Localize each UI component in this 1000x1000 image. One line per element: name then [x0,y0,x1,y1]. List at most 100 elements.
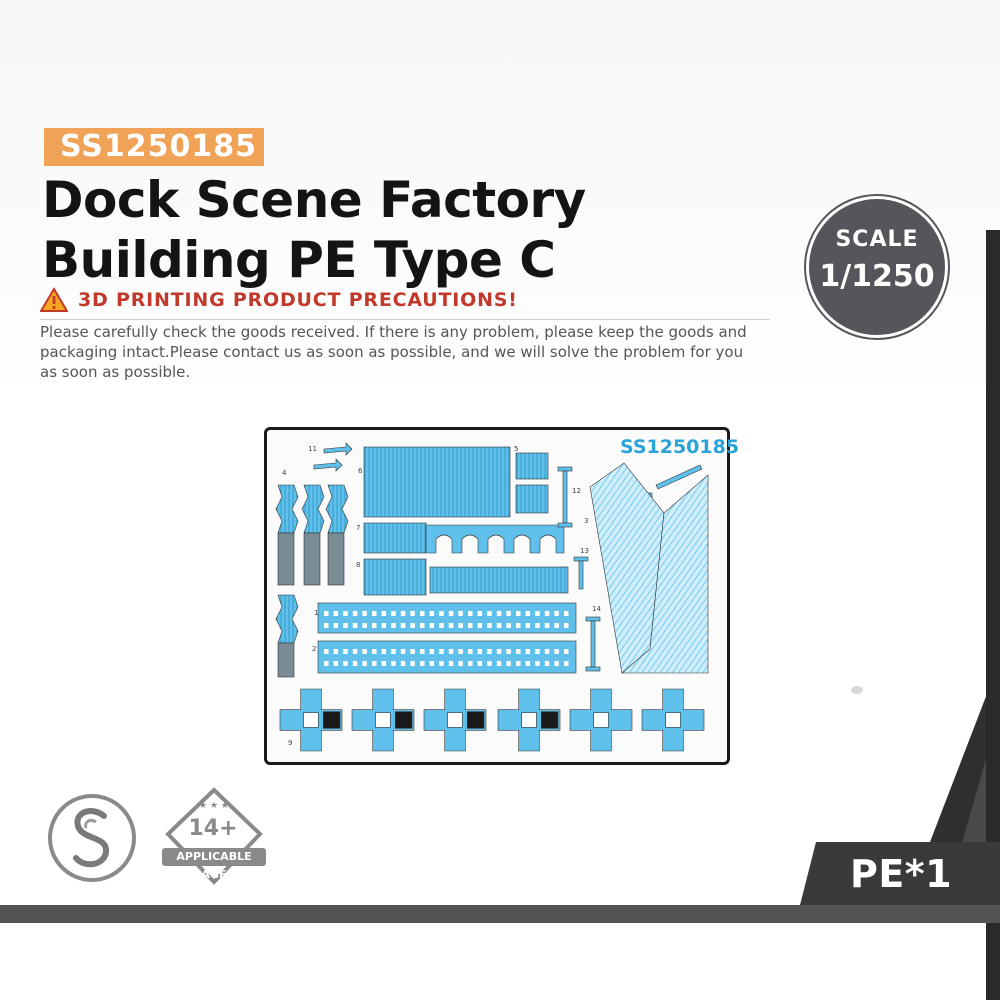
window-cell [439,649,444,654]
window-cell [525,623,531,628]
window-cell [410,623,415,628]
window-cell [487,649,492,654]
age-badge-icon: ★ ★ ★ [165,787,263,885]
window-cell [410,649,415,654]
window-cell [448,661,454,666]
window-cell [544,649,550,654]
part-number: 6 [358,467,363,475]
window-cell [400,623,406,628]
part-number: 4 [282,469,287,477]
age-label: APPLICABLE AGE [162,848,266,881]
cross-center [375,712,391,728]
window-cell [535,649,540,654]
cross-center [521,712,537,728]
window-cell [343,611,348,616]
window-cell [333,661,339,666]
window-cell [352,649,358,654]
window-cell [468,611,473,616]
window-cell [448,649,454,654]
window-cell [391,611,396,616]
window-cell [496,611,502,616]
window-cell [448,611,454,616]
window-cell [400,611,406,616]
window-cell [564,623,569,628]
window-cell [477,623,483,628]
cross-dark-tab [395,711,413,729]
window-cell [525,611,531,616]
part-number: 12 [572,487,581,495]
window-cell [439,623,444,628]
window-cell [400,649,406,654]
window-cell [410,611,415,616]
window-cell [554,623,559,628]
window-cell [352,661,358,666]
window-cell [372,611,377,616]
svg-text:★ ★ ★: ★ ★ ★ [199,801,229,811]
window-cell [554,611,559,616]
cross-center [447,712,463,728]
window-cell [372,649,377,654]
window-cell [343,649,348,654]
window-cell [372,661,377,666]
part-zigzag-strips [275,484,349,678]
window-cell [554,661,559,666]
part-number: 3 [584,517,588,525]
window-cell [352,623,358,628]
window-cell [535,611,540,616]
window-cell [333,623,339,628]
part-window-grid [324,611,569,666]
window-cell [391,649,396,654]
window-cell [487,661,492,666]
window-cell [448,623,454,628]
window-cell [544,661,550,666]
warning-icon [40,287,68,312]
part-cross-bases [279,688,705,752]
window-cell [439,611,444,616]
window-cell [564,661,569,666]
window-cell [343,661,348,666]
window-cell [420,661,425,666]
window-cell [564,649,569,654]
divider [40,319,770,320]
window-cell [439,661,444,666]
window-cell [391,661,396,666]
part-number: 7 [356,524,360,532]
part-number: 5 [514,445,518,453]
part-diagonal-wall [589,462,709,674]
sku-tag: SS1250185 [44,128,264,166]
warning-row: 3D PRINTING PRODUCT PRECAUTIONS! [40,285,518,315]
window-cell [381,611,387,616]
part-number: 8 [356,561,360,569]
window-cell [535,623,540,628]
window-cell [477,649,483,654]
window-cell [352,611,358,616]
window-cell [496,623,502,628]
window-cell [468,661,473,666]
window-cell [544,611,550,616]
scale-label: SCALE [835,227,919,252]
window-cell [554,649,559,654]
window-cell [333,611,339,616]
window-cell [420,611,425,616]
part-window-walls [317,602,577,674]
window-cell [477,611,483,616]
bottom-band [0,905,1000,923]
window-cell [458,623,463,628]
window-cell [525,661,531,666]
part-number: 2 [312,645,316,653]
window-cell [429,661,435,666]
window-cell [516,661,521,666]
pe-sheet-parts: 4 11 6 7 8 1 2 12 13 14 3 5 9 [275,442,709,752]
window-cell [324,649,329,654]
window-cell [506,611,511,616]
window-cell [400,661,406,666]
part-number: 14 [592,605,601,613]
window-cell [477,661,483,666]
window-cell [420,649,425,654]
cross-center [593,712,609,728]
notice-text: Please carefully check the goods receive… [40,323,747,381]
window-cell [506,661,511,666]
window-cell [381,623,387,628]
cross-dark-tab [541,711,559,729]
window-cell [429,623,435,628]
